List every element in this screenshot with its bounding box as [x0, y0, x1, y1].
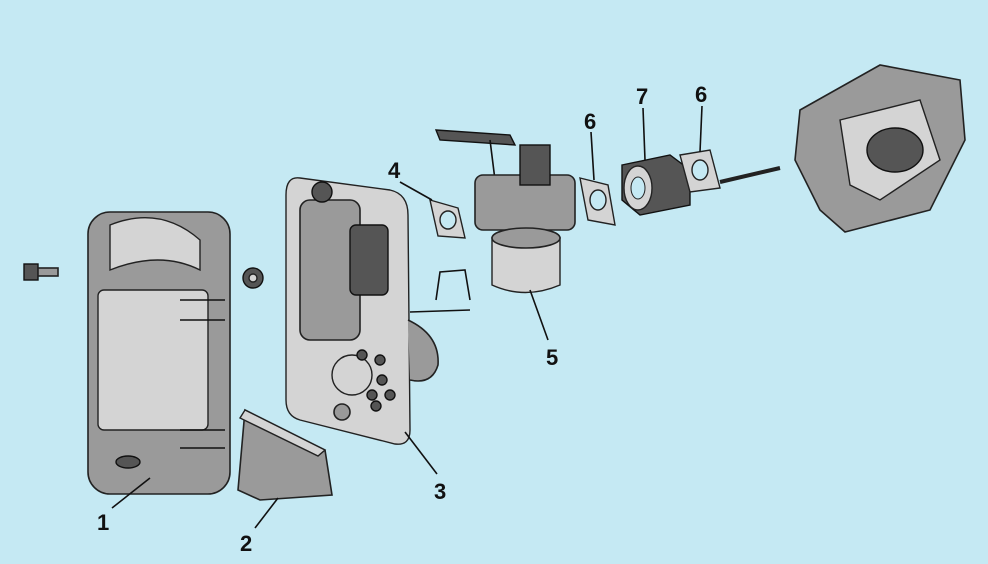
leader-lines — [111, 105, 703, 529]
callout-6-right: 6 — [695, 82, 707, 107]
stud — [719, 166, 781, 184]
callout-1: 1 — [97, 510, 109, 535]
bolt — [23, 263, 59, 281]
choke-link — [435, 269, 471, 301]
callout-2: 2 — [240, 531, 252, 556]
throttle-spring — [409, 309, 471, 313]
gasket-4 — [429, 199, 466, 239]
nut — [242, 267, 264, 289]
callout-5: 5 — [546, 345, 558, 370]
spacer-7 — [621, 154, 691, 216]
air-filter-element — [237, 408, 333, 501]
callout-6-left: 6 — [584, 109, 596, 134]
callout-3: 3 — [434, 479, 446, 504]
engine-cylinder-head — [794, 64, 966, 233]
air-filter-cover — [87, 211, 231, 495]
carburetor — [434, 129, 576, 294]
gasket-6-left — [579, 177, 616, 226]
callout-4: 4 — [388, 158, 401, 183]
callout-7: 7 — [636, 84, 648, 109]
air-filter-base — [285, 177, 439, 445]
gasket-6-right — [679, 149, 721, 193]
